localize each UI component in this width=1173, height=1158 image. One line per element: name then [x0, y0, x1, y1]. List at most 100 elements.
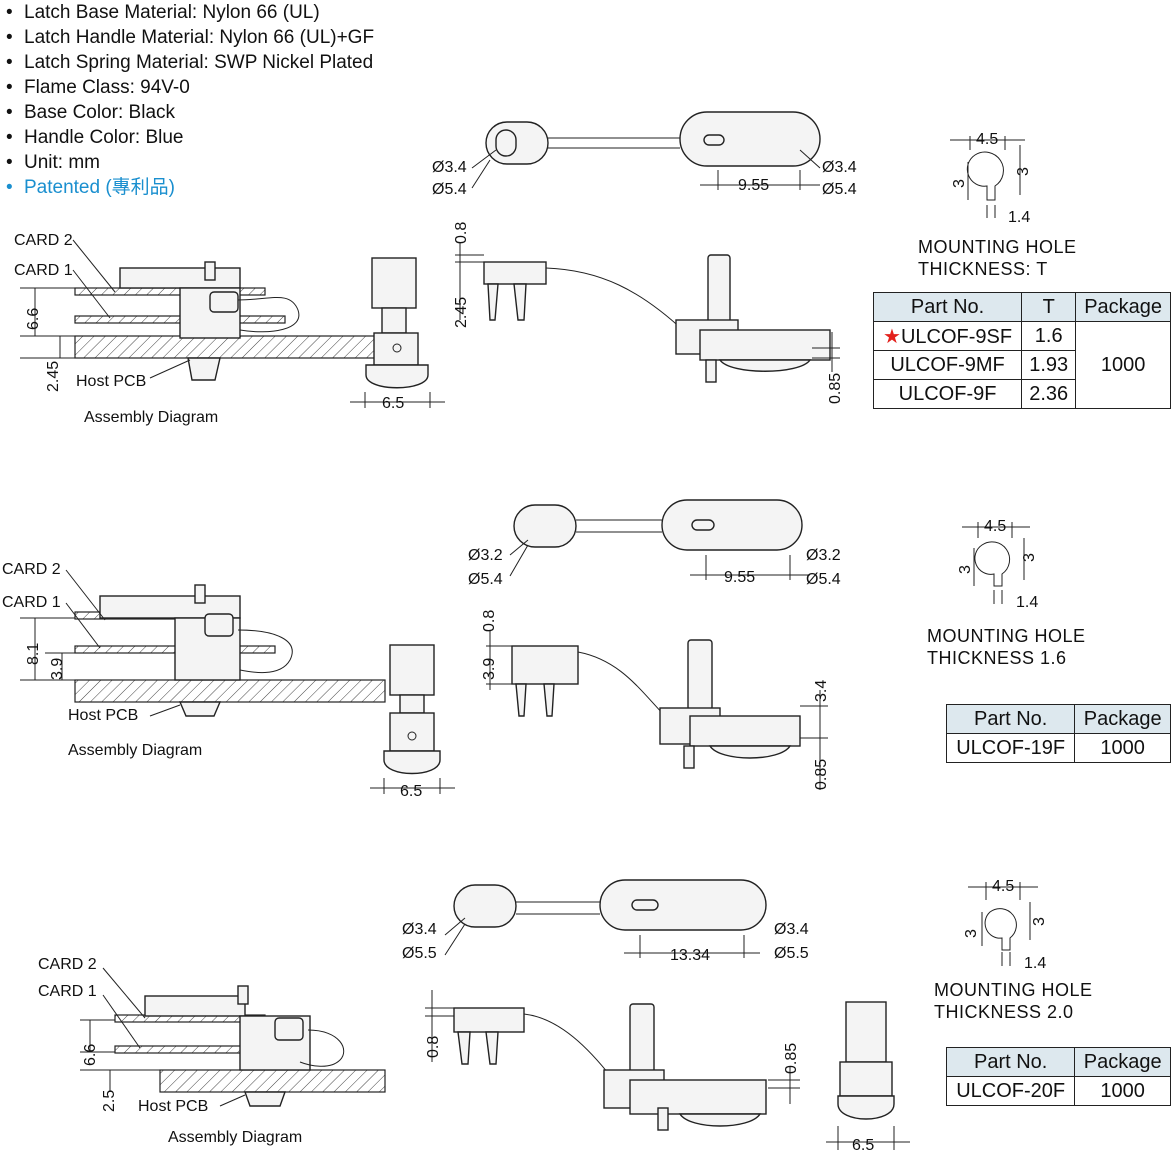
host-pcb-plate-1: [74, 335, 386, 359]
spec-spring-material: •Latch Spring Material: SWP Nickel Plate…: [6, 52, 374, 73]
dim-width-2: 6.5: [400, 783, 422, 800]
hole-h2-1: 3: [1015, 167, 1032, 176]
t-cell: 2.36: [1021, 379, 1077, 409]
latch-spring-1: [237, 297, 300, 333]
spec-patented: •Patented (專利品): [6, 177, 175, 198]
header-package: Package: [1075, 292, 1171, 322]
side-view-1: [455, 242, 840, 383]
header-package: Package: [1074, 1047, 1171, 1077]
t-cell: 1.6: [1021, 321, 1077, 351]
dim-d-in-left-1: Ø3.4: [432, 159, 467, 176]
table-row: ULCOF-19F 1000: [945, 733, 1171, 763]
dim-span-3: 13.34: [670, 947, 710, 964]
spec-unit: •Unit: mm: [6, 152, 100, 173]
hole-h2-2: 3: [1021, 553, 1038, 562]
card1-label-2: CARD 1: [2, 594, 61, 611]
table-row: ULCOF-9MF 1.93: [872, 350, 1171, 380]
card1-label-3: CARD 1: [38, 983, 97, 1000]
mounting-hole-1: [950, 136, 1025, 218]
dim-d-in-left-2: Ø3.2: [468, 547, 503, 564]
mounting-hole-thickness-2: THICKNESS 1.6: [927, 648, 1067, 668]
host-pcb-label-1: Host PCB: [76, 373, 146, 390]
latch-peg-1: [187, 357, 221, 381]
latch-pin-1: [204, 261, 216, 281]
header-part-no: Part No.: [945, 704, 1076, 734]
mounting-hole-3: [968, 882, 1038, 966]
table-row: ULCOF-20F 1000: [945, 1076, 1171, 1106]
card1-label-1: CARD 1: [14, 262, 73, 279]
assembly-label-1: Assembly Diagram: [84, 409, 218, 426]
dim-d-out-right-2: Ø5.4: [806, 571, 841, 588]
mounting-hole-title-2: MOUNTING HOLE: [927, 626, 1086, 646]
part-cell: ULCOF-9MF: [872, 350, 1023, 380]
top-view-1: [471, 111, 821, 190]
top-view-3: [444, 879, 767, 958]
t-cell: 1.93: [1021, 350, 1077, 380]
mounting-hole-2: [962, 522, 1030, 604]
star-icon: ★: [883, 325, 901, 348]
hole-h1-2: 3: [957, 565, 974, 574]
spec-base-material: •Latch Base Material: Nylon 66 (UL): [6, 2, 320, 23]
dim-d-in-right-1: Ø3.4: [822, 159, 857, 176]
dim-d-out-left-2: Ø5.4: [468, 571, 503, 588]
mounting-hole-note-1: MOUNTING HOLE THICKNESS: T: [918, 236, 1077, 280]
hole-slot-1: 1.4: [1008, 209, 1030, 226]
dim-side-h-2: 3.9: [481, 658, 498, 680]
spec-handle-material: •Latch Handle Material: Nylon 66 (UL)+GF: [6, 27, 375, 48]
table-row: ULCOF-9F 2.36: [872, 379, 1171, 409]
header-package: Package: [1074, 704, 1171, 734]
host-pcb-label-2: Host PCB: [68, 707, 138, 724]
host-pcb-label-3: Host PCB: [138, 1098, 208, 1115]
dim-pcb-gap-2: 3.9: [49, 658, 66, 680]
part-cell: ULCOF-19F: [945, 733, 1076, 763]
package-cell: 1000: [1075, 321, 1171, 409]
dim-extra-2: 3.4: [813, 680, 830, 702]
dim-card-gap-3: 6.6: [82, 1044, 99, 1066]
front-view-1: [350, 257, 445, 408]
dim-card-gap-1: 6.6: [25, 308, 42, 330]
dim-d-out-left-1: Ø5.4: [432, 181, 467, 198]
front-view-3: [826, 1001, 910, 1150]
dim-width-1: 6.5: [382, 395, 404, 412]
assembly-label-3: Assembly Diagram: [168, 1129, 302, 1146]
part-table-3: Part No. Package ULCOF-20F 1000: [945, 1047, 1171, 1106]
package-cell: 1000: [1074, 1076, 1171, 1106]
dim-foot-1: 0.85: [827, 373, 844, 404]
dim-span-2: 9.55: [724, 569, 755, 586]
mounting-hole-note-3: MOUNTING HOLE THICKNESS 2.0: [934, 979, 1093, 1023]
side-view-3: [425, 990, 800, 1131]
part-cell: ULCOF-9F: [872, 379, 1023, 409]
table-header-row: Part No. T Package: [872, 292, 1171, 322]
assembly-label-2: Assembly Diagram: [68, 742, 202, 759]
dim-span-1: 9.55: [738, 177, 769, 194]
top-view-2: [509, 499, 810, 580]
assembly-diagram-1: [20, 239, 386, 381]
card2-label-1: CARD 2: [14, 232, 73, 249]
hole-h2-3: 3: [1031, 917, 1048, 926]
package-cell: 1000: [1074, 733, 1171, 763]
header-part-no: Part No.: [945, 1047, 1076, 1077]
dim-foot-2: 0.85: [813, 759, 830, 790]
assembly-diagram-3: [80, 967, 386, 1107]
dim-card-gap-2: 8.1: [25, 643, 42, 665]
dim-top-off-1: 0.8: [453, 222, 470, 244]
dim-top-off-3: 0.8: [425, 1036, 442, 1058]
hole-slot-3: 1.4: [1024, 955, 1046, 972]
spec-handle-color: •Handle Color: Blue: [6, 127, 184, 148]
dim-pcb-gap-1: 2.45: [45, 361, 62, 392]
dim-width-3: 6.5: [852, 1137, 874, 1154]
dim-foot-3: 0.85: [783, 1043, 800, 1074]
dim-side-h-1: 2.45: [453, 297, 470, 328]
mounting-hole-note-2: MOUNTING HOLE THICKNESS 1.6: [927, 625, 1086, 669]
table-row: ★ULCOF-9SF 1.6 1000: [872, 321, 1171, 409]
front-view-2: [370, 644, 455, 794]
card2-label-2: CARD 2: [2, 561, 61, 578]
dim-pcb-gap-3: 2.5: [101, 1090, 118, 1112]
hole-h1-1: 3: [951, 179, 968, 188]
spec-flame-class: •Flame Class: 94V-0: [6, 77, 190, 98]
side-view-2: [486, 630, 828, 790]
dim-d-in-left-3: Ø3.4: [402, 921, 437, 938]
spec-base-color: •Base Color: Black: [6, 102, 176, 123]
part-cell: ★ULCOF-9SF: [872, 321, 1023, 351]
dim-d-out-left-3: Ø5.5: [402, 945, 437, 962]
